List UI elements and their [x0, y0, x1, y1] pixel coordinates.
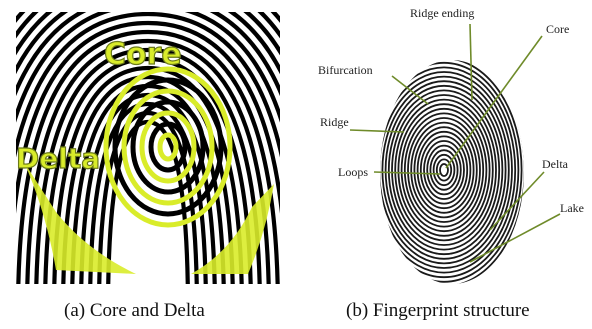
fingerprint-ridge [376, 72, 512, 268]
loops-label: Loops [338, 165, 368, 179]
caption-core-and-delta: (a) Core and Delta [64, 300, 205, 322]
core-label: Core [104, 37, 182, 72]
core-delta-figure: Core Delta [16, 12, 280, 284]
fingerprint-structure-image: Ridge ending Core Bifurcation Ridge Loop… [304, 0, 592, 292]
fingerprint-ridge [373, 67, 515, 272]
delta-label: Delta [542, 157, 569, 171]
core-delta-fingerprint-image: Core Delta [16, 12, 280, 284]
fingerprint-ridge [408, 118, 480, 222]
fingerprint-ridge [427, 146, 461, 195]
core-label: Core [546, 22, 569, 36]
bifurcation-label: Bifurcation [318, 63, 373, 77]
fingerprint-ridge [386, 86, 503, 254]
fingerprint-ridges [334, 12, 553, 292]
lake-label: Lake [560, 201, 584, 215]
delta-label: Delta [16, 142, 100, 175]
fingerprint-ridge [363, 54, 525, 287]
fingerprint-ridge [395, 100, 493, 241]
fingerprint-ridge [405, 113, 483, 226]
caption-fingerprint-structure: (b) Fingerprint structure [346, 300, 530, 322]
fingerprint-ridge [418, 132, 471, 208]
fingerprint-structure-figure: Ridge ending Core Bifurcation Ridge Loop… [304, 0, 592, 292]
ridge-label: Ridge [320, 115, 349, 129]
ridge-ending-leader [470, 24, 472, 100]
ridge-ending-label: Ridge ending [410, 6, 474, 20]
